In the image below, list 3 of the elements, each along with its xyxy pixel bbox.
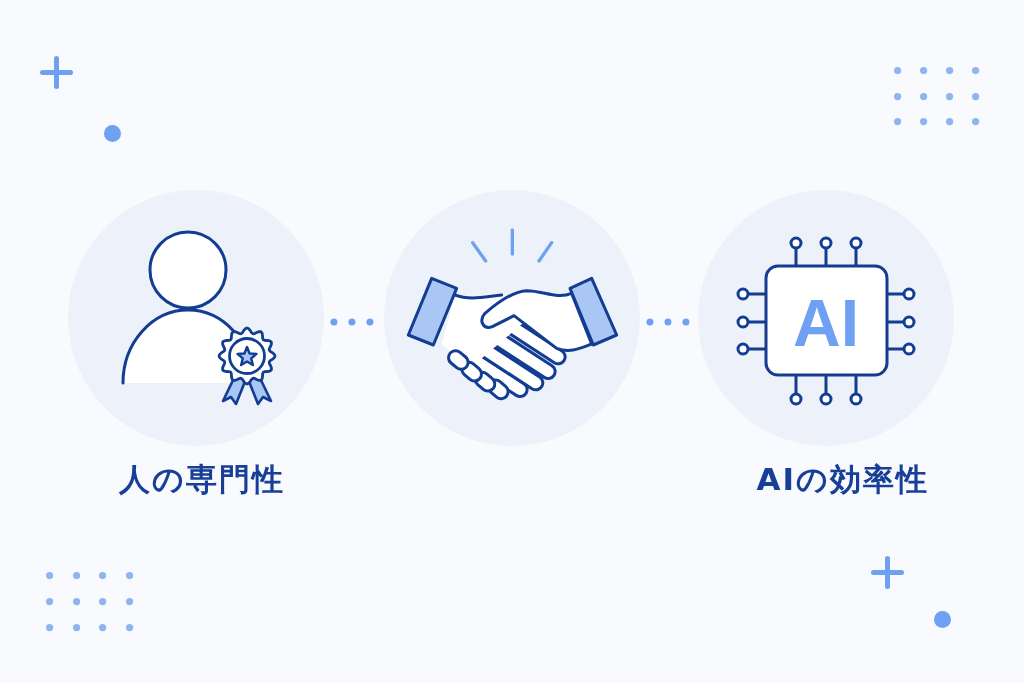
node-label: 人の専門性 — [119, 460, 285, 498]
chip-label: AI — [793, 290, 859, 356]
node-label: AIの効率性 — [756, 460, 930, 498]
